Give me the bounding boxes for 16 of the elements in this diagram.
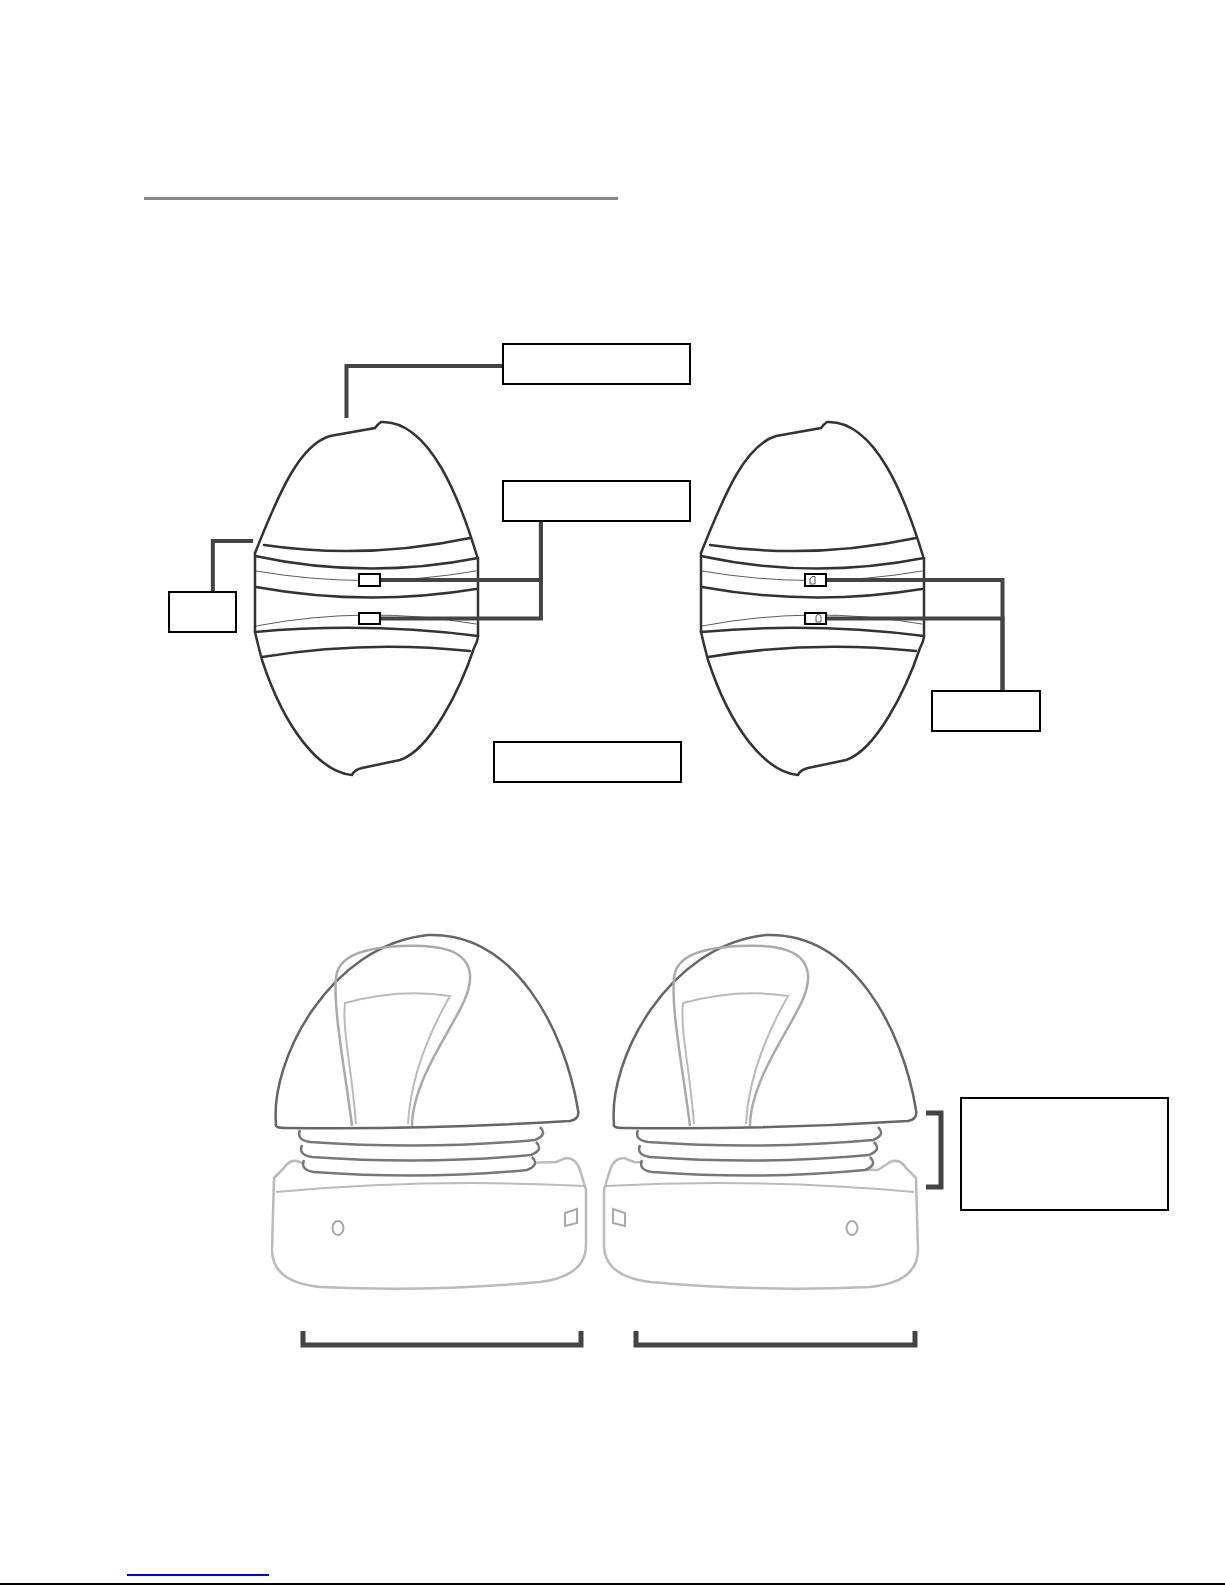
answer-box — [502, 480, 691, 522]
speaker-drawing — [699, 418, 927, 778]
answer-box — [931, 690, 1041, 732]
button-icon — [359, 613, 380, 624]
leader-line — [344, 364, 502, 418]
leader-line — [210, 539, 253, 591]
leader-line — [381, 522, 543, 621]
button-icon — [805, 574, 826, 586]
leader-line — [827, 616, 1005, 690]
speaker-drawing — [253, 418, 481, 778]
answer-box — [960, 1097, 1169, 1211]
button-icon — [359, 574, 380, 586]
answer-box — [502, 343, 691, 385]
answer-box — [168, 591, 237, 633]
button-icon — [805, 613, 826, 624]
answer-box — [493, 741, 682, 783]
